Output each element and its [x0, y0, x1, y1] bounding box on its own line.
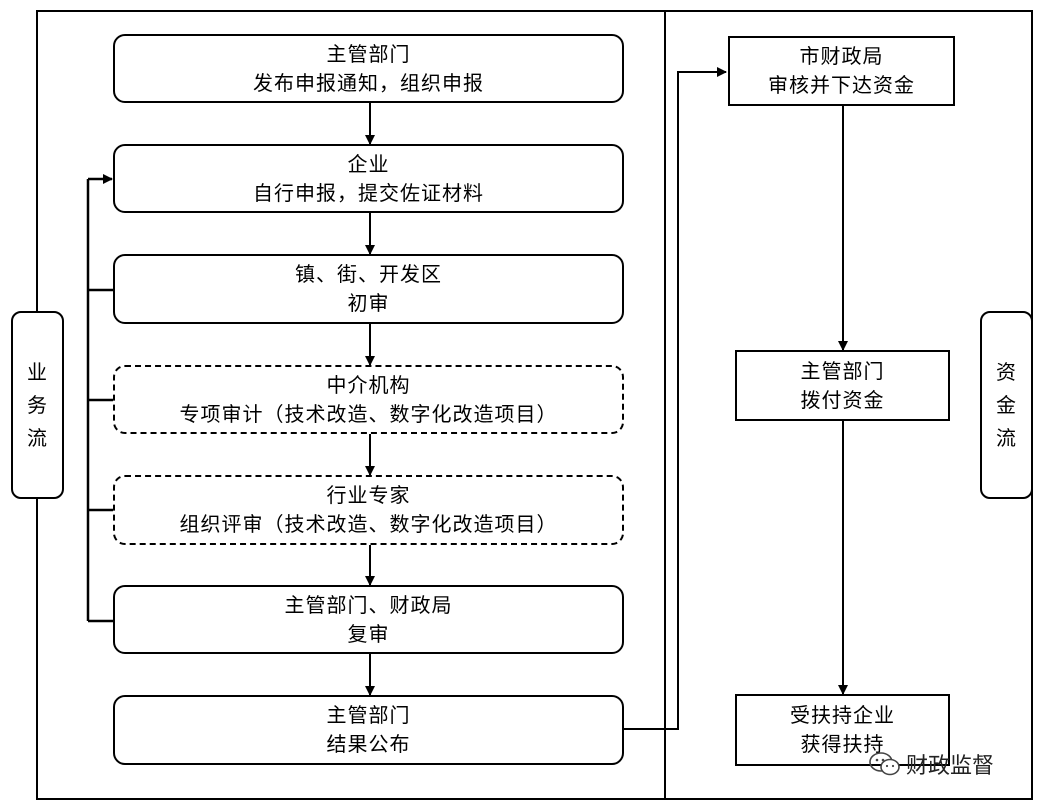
fund-enterprise-receive: 受扶持企业 获得扶持 [735, 694, 950, 766]
fund-flow-char-2: 金 [996, 392, 1017, 417]
step-detail: 组织评审（技术改造、数字化改造项目） [179, 512, 558, 536]
fund-department-disburse: 主管部门 拨付资金 [735, 350, 950, 421]
step-title: 主管部门 [326, 41, 411, 66]
step-detail: 复审 [347, 621, 390, 646]
step-issue-notice: 主管部门 发布申报通知，组织申报 [113, 34, 624, 103]
step-detail: 拨付资金 [800, 387, 885, 412]
step-title: 主管部门、财政局 [284, 592, 453, 617]
step-detail: 获得扶持 [800, 732, 885, 756]
step-title: 行业专家 [326, 483, 411, 507]
step-detail: 审核并下达资金 [768, 73, 915, 97]
fund-flow-char-1: 资 [996, 359, 1017, 384]
step-detail: 发布申报通知，组织申报 [253, 70, 484, 95]
fund-flow-label: 资 金 流 [980, 311, 1033, 499]
business-flow-char-2: 务 [27, 392, 48, 417]
step-special-audit: 中介机构 专项审计（技术改造、数字化改造项目） [113, 365, 624, 434]
step-title: 市财政局 [799, 44, 884, 68]
fund-flow-char-3: 流 [996, 425, 1017, 450]
step-re-review: 主管部门、财政局 复审 [113, 585, 624, 654]
step-detail: 自行申报，提交佐证材料 [253, 180, 484, 205]
wechat-icon [869, 752, 900, 776]
step-expert-review: 行业专家 组织评审（技术改造、数字化改造项目） [113, 475, 624, 545]
step-enterprise-apply: 企业 自行申报，提交佐证材料 [113, 144, 624, 213]
step-detail: 专项审计（技术改造、数字化改造项目） [179, 401, 558, 426]
step-title: 企业 [347, 151, 390, 176]
business-flow-char-1: 业 [27, 359, 48, 384]
step-title: 中介机构 [326, 372, 411, 397]
fund-finance-bureau: 市财政局 审核并下达资金 [728, 36, 955, 106]
step-title: 主管部门 [800, 358, 885, 383]
business-flow-label: 业 务 流 [11, 311, 64, 499]
arrow-result-to-finance [624, 67, 727, 730]
step-detail: 结果公布 [326, 732, 411, 756]
watermark: 财政监督 [868, 748, 994, 780]
step-title: 受扶持企业 [790, 703, 895, 727]
step-title: 镇、街、开发区 [295, 262, 442, 286]
step-detail: 初审 [347, 291, 390, 315]
watermark-text: 财政监督 [906, 754, 995, 779]
step-title: 主管部门 [326, 703, 411, 727]
step-initial-review: 镇、街、开发区 初审 [113, 254, 624, 324]
step-result-publication: 主管部门 结果公布 [113, 695, 624, 765]
business-flow-char-3: 流 [27, 425, 48, 450]
